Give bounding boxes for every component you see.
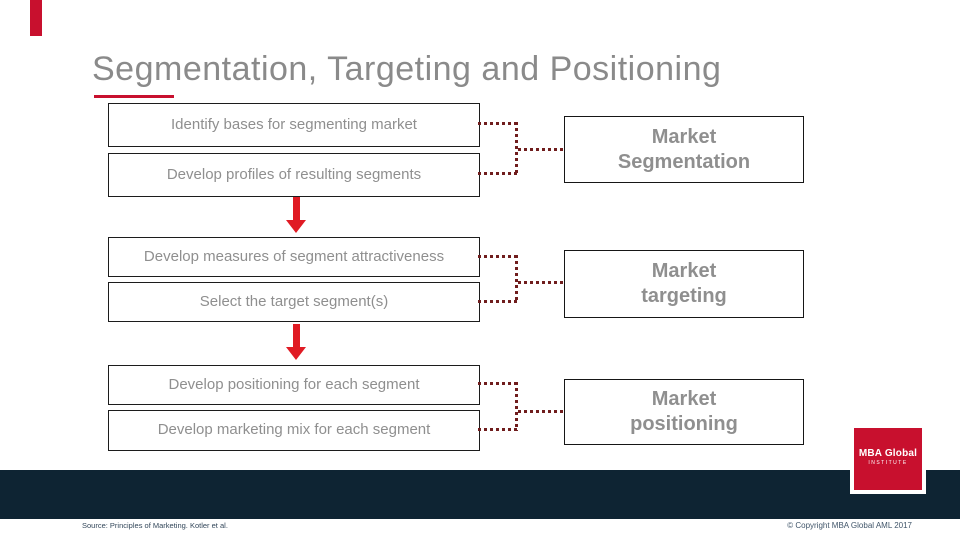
title-underline <box>94 95 174 98</box>
copyright-text: © Copyright MBA Global AML 2017 <box>787 521 912 530</box>
connector-dash <box>478 172 518 175</box>
connector-dash <box>515 382 518 431</box>
step-box-develop-measures: Develop measures of segment attractivene… <box>108 237 480 277</box>
source-citation: Source: Principles of Marketing. Kotler … <box>82 521 228 530</box>
logo-subtitle-text: INSTITUTE <box>868 459 908 466</box>
result-box-market-positioning: Market positioning <box>564 379 804 445</box>
connector-dash <box>518 281 564 284</box>
logo-brand-text: MBA Global <box>858 447 918 459</box>
result-line: targeting <box>641 285 727 307</box>
mba-global-logo: MBA Global INSTITUTE <box>850 424 926 494</box>
connector-dash <box>478 382 518 385</box>
result-line: Market <box>651 388 717 410</box>
step-box-select-target: Select the target segment(s) <box>108 282 480 322</box>
arrow-head <box>286 220 306 233</box>
connector-dash <box>478 122 518 125</box>
result-line: Segmentation <box>617 150 751 173</box>
result-line: positioning <box>630 413 738 435</box>
result-line: Market <box>651 125 717 148</box>
result-box-market-targeting: Market targeting <box>564 250 804 318</box>
step-box-develop-marketing-mix: Develop marketing mix for each segment <box>108 410 480 451</box>
connector-dash <box>515 255 518 303</box>
down-arrow-icon <box>286 324 306 360</box>
step-box-develop-profiles: Develop profiles of resulting segments <box>108 153 480 197</box>
step-box-develop-positioning: Develop positioning for each segment <box>108 365 480 405</box>
arrow-shaft <box>292 197 300 220</box>
mba-global-logo-square: MBA Global INSTITUTE <box>854 428 922 490</box>
top-left-accent-bar <box>30 0 42 36</box>
connector-dash <box>515 122 518 175</box>
connector-dash <box>518 410 564 413</box>
footer-band <box>0 470 960 519</box>
arrow-shaft <box>292 324 300 347</box>
down-arrow-icon <box>286 197 306 233</box>
page-title: Segmentation, Targeting and Positioning <box>92 50 722 88</box>
connector-dash <box>518 148 564 151</box>
step-box-identify-bases: Identify bases for segmenting market <box>108 103 480 147</box>
arrow-head <box>286 347 306 360</box>
result-line: Market <box>651 260 717 282</box>
connector-dash <box>478 255 518 258</box>
connector-dash <box>478 300 518 303</box>
result-box-market-segmentation: Market Segmentation <box>564 116 804 183</box>
connector-dash <box>478 428 518 431</box>
